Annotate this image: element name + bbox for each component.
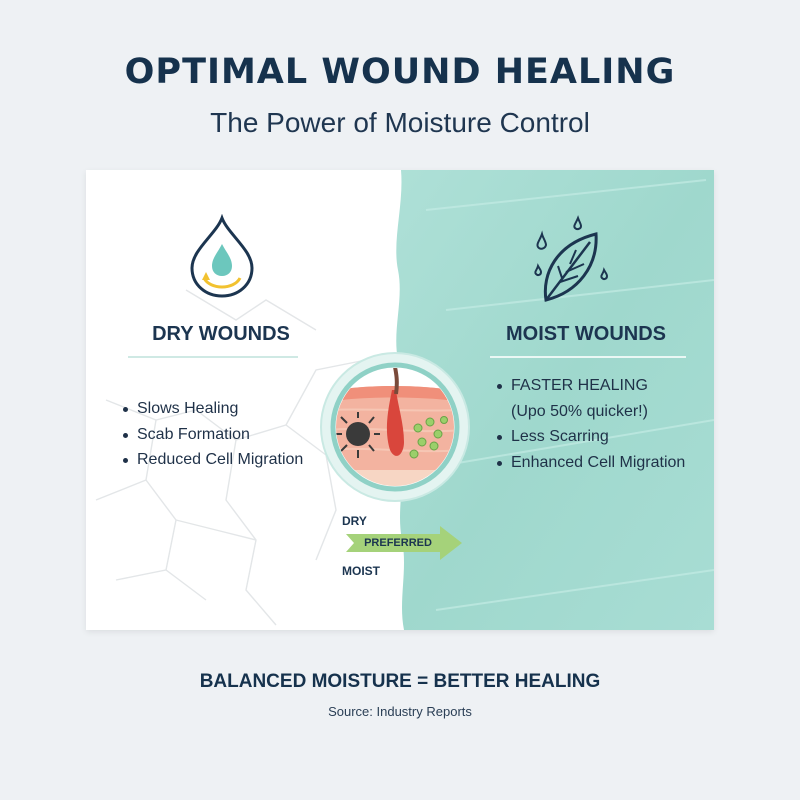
- preferred-arrow: PREFERRED: [344, 526, 464, 560]
- list-item-main: Enhanced Cell Migration: [511, 453, 686, 471]
- list-item: Scab Formation: [121, 422, 303, 448]
- list-item: Less Scarring: [495, 424, 685, 450]
- list-item: Reduced Cell Migration: [121, 447, 303, 473]
- footer-source: Source: Industry Reports: [328, 704, 472, 719]
- page-title: OPTIMAL WOUND HEALING: [124, 52, 676, 92]
- moist-panel-heading: MOIST WOUNDS: [506, 323, 666, 345]
- comparison-card: DRY WOUNDS MOIST WOUNDS Slows Healing Sc…: [86, 170, 714, 630]
- list-item: Slows Healing: [121, 396, 303, 422]
- page-subtitle: The Power of Moisture Control: [210, 107, 590, 138]
- footer-tagline: BALANCED MOISTURE = BETTER HEALING: [199, 671, 601, 692]
- card-background: [86, 170, 714, 630]
- list-item: Enhanced Cell Migration: [495, 450, 685, 476]
- dry-panel-heading: DRY WOUNDS: [152, 323, 290, 345]
- list-item: FASTER HEALING (Upo 50% quicker!): [495, 373, 685, 424]
- skin-cross-section-icon: [320, 352, 470, 502]
- water-drop-icon: [190, 214, 254, 298]
- moist-panel-divider: [490, 356, 686, 358]
- moist-label: MOIST: [342, 564, 380, 578]
- dry-label: DRY: [342, 514, 367, 528]
- dry-panel-divider: [128, 356, 298, 358]
- list-item-main: FASTER HEALING: [511, 377, 648, 394]
- list-item-main: Less Scarring: [511, 428, 609, 445]
- leaf-droplets-icon: [534, 215, 609, 302]
- dry-panel-list: Slows Healing Scab Formation Reduced Cel…: [121, 396, 303, 473]
- moist-panel-list: FASTER HEALING (Upo 50% quicker!) Less S…: [495, 373, 685, 475]
- arrow-right-icon: [346, 526, 462, 560]
- preferred-label: PREFERRED: [364, 537, 432, 549]
- list-item-note: (Upo 50% quicker!): [511, 402, 648, 420]
